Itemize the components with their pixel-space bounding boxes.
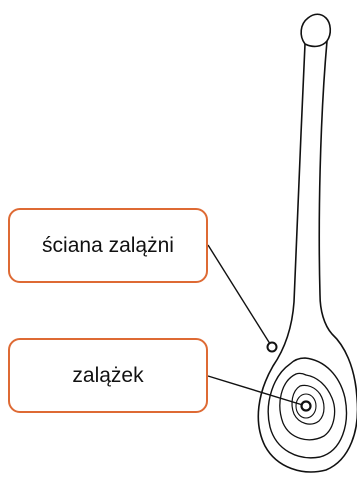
embryo-sac-outline (295, 393, 317, 419)
ovule-outer-outline (279, 372, 336, 441)
ovule-inner-outline (291, 384, 325, 425)
ovary-wall-leader-line (207, 244, 273, 348)
ovary-wall-pointer-dot (266, 341, 278, 353)
ovule-label: zalążek (72, 364, 144, 387)
ovule-label-box: zalążek (8, 338, 208, 413)
stigma-outline (300, 13, 332, 48)
ovule-leader-line (207, 375, 307, 407)
ovary-wall-label-box: ściana zalążni (8, 208, 208, 283)
pistil-outline (257, 40, 357, 473)
ovary-wall-label: ściana zalążni (42, 234, 174, 257)
ovary-cavity-outline (267, 357, 348, 459)
ovule-pointer-dot (300, 400, 312, 412)
